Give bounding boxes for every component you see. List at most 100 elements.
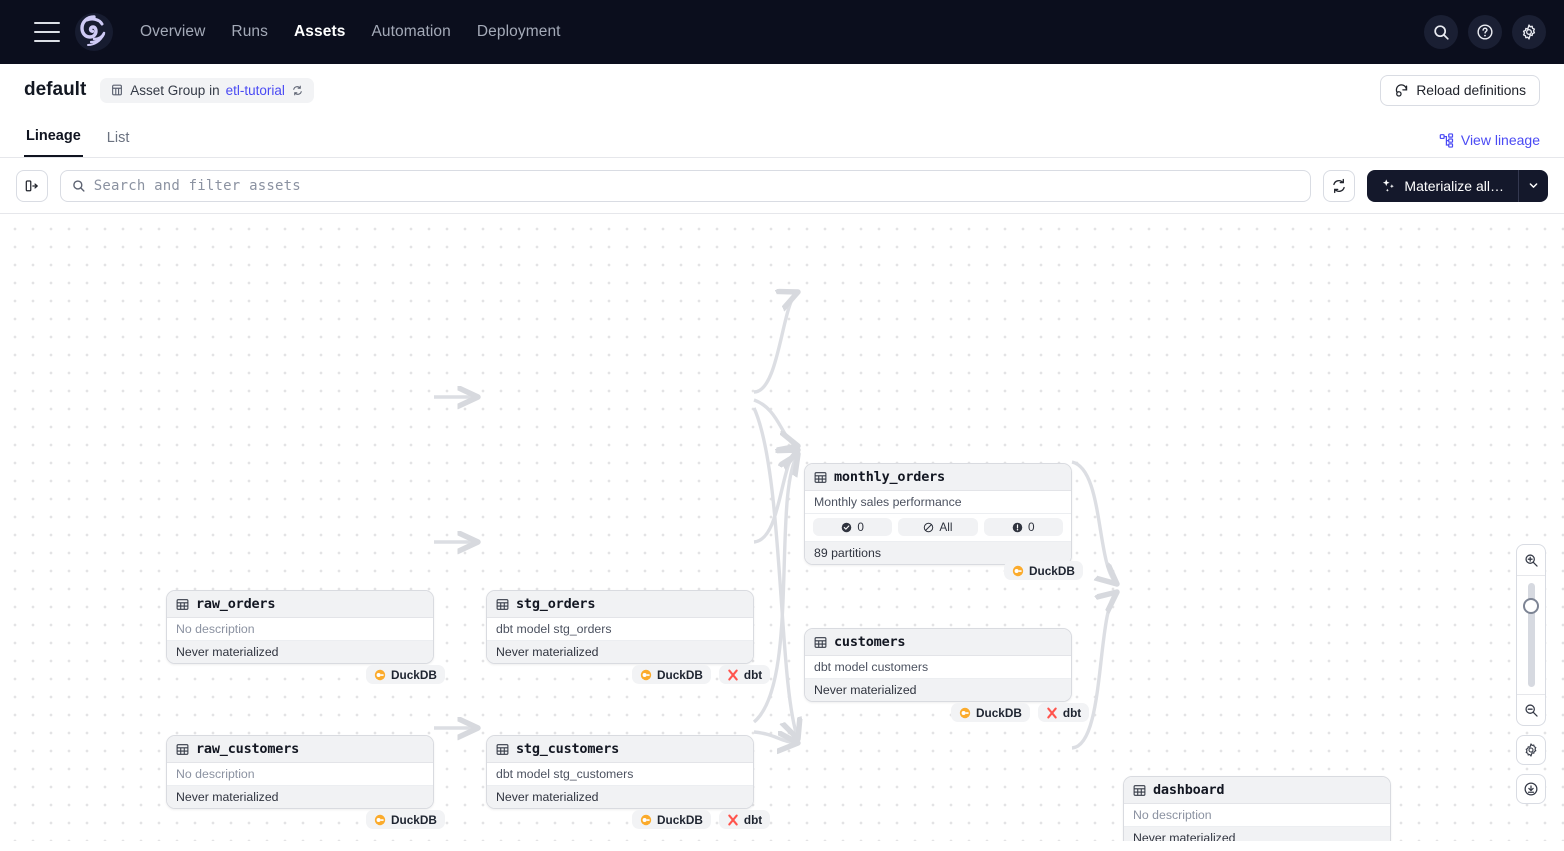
tag-dbt[interactable]: dbt <box>718 665 771 684</box>
edge-stg_payments-customers <box>752 454 798 724</box>
tag-label: DuckDB <box>976 705 1022 720</box>
search-icon[interactable] <box>1424 15 1458 49</box>
asset-node-header: raw_customers <box>167 736 433 763</box>
tab-lineage[interactable]: Lineage <box>24 128 83 157</box>
table-icon <box>814 471 827 483</box>
tag-duckdb[interactable]: DuckDB <box>632 810 711 829</box>
asset-group-link[interactable]: etl-tutorial <box>225 82 285 98</box>
asset-node-description: dbt model customers <box>805 656 1071 679</box>
zoom-slider-thumb[interactable] <box>1523 598 1539 614</box>
asset-node-status: Never materialized <box>167 786 433 808</box>
zoom-slider[interactable] <box>1517 576 1545 694</box>
search-input[interactable] <box>93 177 1300 194</box>
partition-chip-materialized[interactable]: 0 <box>813 518 893 536</box>
asset-group-badge[interactable]: Asset Group in etl-tutorial <box>100 77 314 103</box>
reload-definitions-button[interactable]: Reload definitions <box>1380 74 1540 106</box>
search-icon <box>73 179 85 192</box>
missing-circle-icon <box>924 522 934 532</box>
tag-label: DuckDB <box>1029 563 1075 578</box>
dbt-icon <box>1047 707 1057 718</box>
view-lineage-label: View lineage <box>1460 132 1540 148</box>
tag-duckdb[interactable]: DuckDB <box>632 665 711 684</box>
asset-tags-raw_orders: DuckDB <box>366 665 445 684</box>
asset-node-raw_customers[interactable]: raw_customers No description Never mater… <box>166 735 434 809</box>
asset-node-name: stg_customers <box>516 741 620 757</box>
asset-node-description: No description <box>167 618 433 641</box>
asset-node-status: 89 partitions <box>805 542 1071 564</box>
main-nav-links: Overview Runs Assets Automation Deployme… <box>140 23 561 41</box>
nav-link-assets[interactable]: Assets <box>294 23 346 40</box>
tab-bar: Lineage List View lineage <box>0 116 1564 158</box>
page-header: default Asset Group in etl-tutorial Relo… <box>0 64 1564 116</box>
filter-bar: Materialize all… <box>0 158 1564 214</box>
hamburger-icon[interactable] <box>34 22 60 42</box>
nav-link-overview[interactable]: Overview <box>140 23 206 40</box>
duckdb-icon <box>959 707 971 718</box>
materialize-all-label: Materialize all… <box>1404 177 1504 194</box>
divider <box>1517 575 1545 576</box>
divider <box>1517 694 1545 695</box>
asset-node-header: stg_orders <box>487 591 753 618</box>
tag-duckdb[interactable]: DuckDB <box>366 665 445 684</box>
refresh-graph-button[interactable] <box>1323 169 1356 202</box>
dagster-logo[interactable] <box>74 12 114 52</box>
nav-link-runs[interactable]: Runs <box>231 23 268 40</box>
materialize-dropdown-caret[interactable] <box>1518 169 1548 202</box>
asset-node-monthly_orders[interactable]: monthly_orders Monthly sales performance… <box>804 463 1072 565</box>
asset-node-name: stg_orders <box>516 596 596 612</box>
help-icon[interactable] <box>1468 15 1502 49</box>
graph-edges <box>434 214 1564 841</box>
tag-label: DuckDB <box>391 812 437 827</box>
tag-dbt[interactable]: dbt <box>1037 703 1090 722</box>
reload-definitions-label: Reload definitions <box>1416 82 1526 98</box>
partition-chip-missing[interactable]: All <box>898 518 978 536</box>
partition-chip-value: 0 <box>857 520 864 534</box>
tag-duckdb[interactable]: DuckDB <box>366 810 445 829</box>
asset-group-icon <box>112 84 123 96</box>
search-field-wrapper[interactable] <box>60 169 1312 202</box>
asset-node-header: stg_customers <box>487 736 753 763</box>
partition-chip-failed[interactable]: 0 <box>983 518 1063 536</box>
lineage-graph-canvas[interactable]: monthly_orders Monthly sales performance… <box>0 214 1564 841</box>
asset-node-status: Never materialized <box>805 679 1071 701</box>
zoom-in-icon[interactable] <box>1517 545 1545 575</box>
edge-stg_payments-orders <box>753 730 798 743</box>
gear-icon[interactable] <box>1512 15 1546 49</box>
view-lineage-link[interactable]: View lineage <box>1439 132 1540 148</box>
asset-node-stg_customers[interactable]: stg_customers dbt model stg_customers Ne… <box>486 735 754 809</box>
edge-orders-dashboard <box>1071 592 1117 750</box>
asset-node-stg_orders[interactable]: stg_orders dbt model stg_orders Never ma… <box>486 590 754 664</box>
asset-node-name: dashboard <box>1153 782 1225 798</box>
materialize-all-button[interactable]: Materialize all… <box>1367 169 1518 202</box>
nav-link-automation[interactable]: Automation <box>371 23 451 40</box>
nav-link-deployment[interactable]: Deployment <box>476 23 561 40</box>
download-circle-icon[interactable] <box>1516 774 1546 804</box>
graph-settings-button[interactable] <box>1516 735 1546 765</box>
duckdb-icon <box>1012 565 1024 576</box>
zoom-slider-box <box>1516 544 1546 726</box>
edge-stg_orders-monthly_orders <box>753 292 798 394</box>
duckdb-icon <box>640 814 652 825</box>
tag-label: DuckDB <box>657 812 703 827</box>
dbt-icon <box>728 669 738 680</box>
table-icon <box>496 743 509 755</box>
asset-node-dashboard[interactable]: dashboard No description Never materiali… <box>1123 776 1391 841</box>
tag-duckdb[interactable]: DuckDB <box>951 703 1030 722</box>
panel-toggle-icon[interactable] <box>16 169 48 202</box>
tag-duckdb[interactable]: DuckDB <box>1004 561 1083 580</box>
asset-node-name: raw_customers <box>196 741 300 757</box>
nav-icon-group <box>1424 0 1546 64</box>
dbt-icon <box>728 814 738 825</box>
asset-tags-customers: DuckDB dbt <box>951 703 1090 722</box>
duckdb-icon <box>374 669 386 680</box>
refresh-icon <box>1333 178 1346 193</box>
tab-list[interactable]: List <box>106 130 130 146</box>
asset-node-customers[interactable]: customers dbt model customers Never mate… <box>804 628 1072 702</box>
tag-dbt[interactable]: dbt <box>718 810 771 829</box>
failed-circle-icon <box>1012 522 1023 532</box>
zoom-out-icon[interactable] <box>1517 695 1545 725</box>
duckdb-icon <box>374 814 386 825</box>
asset-tags-raw_customers: DuckDB <box>366 810 445 829</box>
asset-node-status: Never materialized <box>487 641 753 663</box>
asset-node-raw_orders[interactable]: raw_orders No description Never material… <box>166 590 434 664</box>
